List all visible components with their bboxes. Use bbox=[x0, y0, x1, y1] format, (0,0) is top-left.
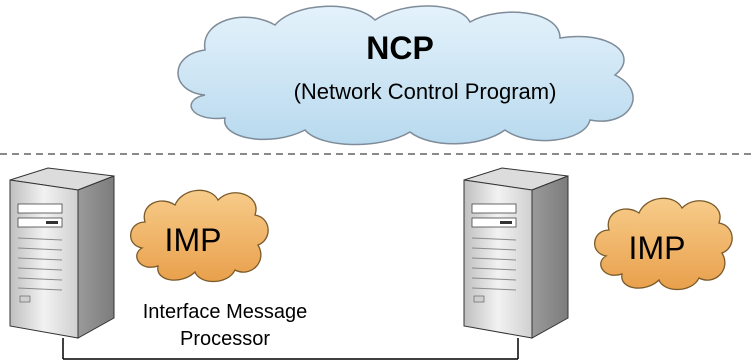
imp-caption: Interface Message Processor bbox=[95, 299, 355, 353]
imp-caption-line2: Processor bbox=[179, 328, 271, 350]
imp-cloud-icon bbox=[130, 189, 269, 283]
server-icon bbox=[463, 167, 569, 339]
imp-right-label: IMP bbox=[628, 230, 686, 266]
ncp-title: NCP bbox=[366, 30, 434, 66]
ncp-cloud-icon bbox=[177, 5, 634, 146]
network-link bbox=[62, 338, 519, 360]
imp-caption-line1: Interface Message bbox=[142, 301, 308, 323]
ncp-subtitle: (Network Control Program) bbox=[293, 79, 557, 104]
server-icon bbox=[9, 167, 115, 339]
imp-cloud-icon bbox=[594, 197, 733, 291]
imp-left-label: IMP bbox=[164, 222, 222, 258]
